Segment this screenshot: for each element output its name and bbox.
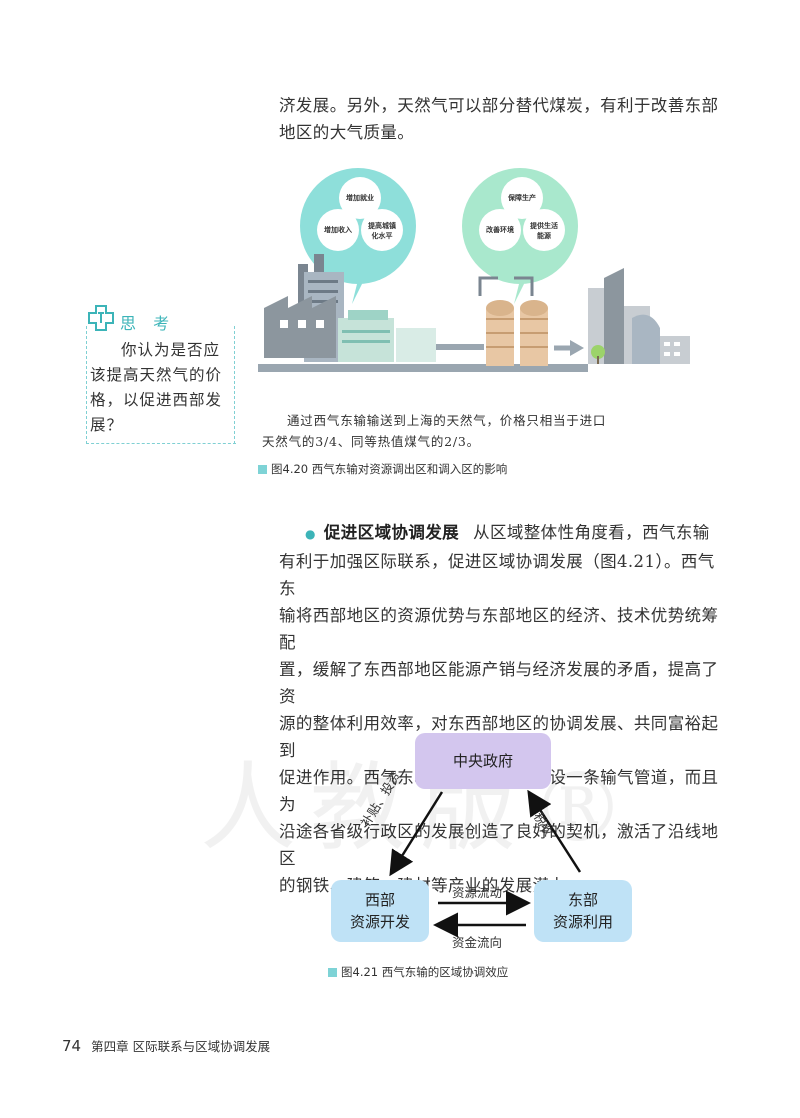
think-icon — [88, 305, 114, 331]
sidebar-title: 思 考 — [120, 314, 176, 333]
bubble-right-label: 保障生产 — [507, 193, 536, 202]
east-region-label: 东部 — [567, 891, 598, 909]
bubble-right-label: 提供生活 — [529, 221, 558, 230]
tax-arrow — [527, 789, 582, 873]
top-paragraph-line: 济发展。另外，天然气可以部分替代煤炭，有利于改善东部 — [279, 96, 719, 115]
figure-caption-text: 图4.21 西气东输的区域协调效应 — [341, 965, 509, 979]
figure-note-line: 通过西气东输输送到上海的天然气，价格只相当于进口 — [287, 413, 607, 428]
section-paragraph-line: 沿途各省级行政区的发展创造了良好的契机，激活了沿线地区 — [279, 822, 719, 868]
sidebar-border — [86, 443, 236, 444]
west-region-label: 西部 — [364, 891, 395, 909]
subsidy-arrow — [389, 791, 444, 877]
caption-marker-icon — [258, 465, 267, 474]
east-region-box: 东部 资源利用 — [534, 880, 632, 942]
sidebar-question: 你认为是否应该提高天然气的价格，以促进西部发展？ — [90, 341, 223, 434]
west-region-label: 资源开发 — [349, 913, 410, 931]
bubble-left-label: 增加就业 — [346, 193, 374, 202]
industrial-plant-icon — [264, 254, 436, 362]
city-buildings-icon — [588, 268, 690, 364]
figure-caption: 图4.20 西气东输对资源调出区和调入区的影响 — [258, 461, 507, 477]
resource-flow-label: 资源流动 — [452, 885, 503, 900]
west-region-box: 西部 资源开发 — [331, 880, 429, 942]
publisher-watermark-icon: 人教版® — [200, 752, 640, 864]
figure-caption-text: 图4.20 西气东输对资源调出区和调入区的影响 — [271, 462, 508, 476]
bubble-left-label: 增加收入 — [324, 225, 352, 234]
chapter-title: 第四章 区际联系与区域协调发展 — [91, 1039, 271, 1054]
page-footer: 74 第四章 区际联系与区域协调发展 — [62, 1036, 270, 1055]
top-paragraph: 济发展。另外，天然气可以部分替代煤炭，有利于改善东部 地区的大气质量。 — [279, 92, 719, 146]
bubble-left-label: 提高城镇 — [367, 221, 396, 230]
section-paragraph: ● 促进区域协调发展从区域整体性角度看，西气东输 有利于加强区际联系，促进区域协调… — [279, 519, 719, 899]
sidebar-border — [86, 326, 87, 444]
section-paragraph-line: 输将西部地区的资源优势与东部地区的经济、技术优势统筹配 — [279, 606, 719, 652]
capital-flow-label: 资金流向 — [452, 935, 503, 950]
figure-4-20-illustration: 增加就业 增加收入 提高城镇 化水平 保障生产 改善环境 提供生活 能源 — [258, 168, 690, 372]
page-number: 74 — [62, 1037, 82, 1055]
figure-caption: 图4.21 西气东输的区域协调效应 — [328, 964, 508, 980]
bubble-left-label: 化水平 — [372, 231, 393, 240]
figure-note-line: 天然气的3/4、同等热值煤气的2/3。 — [262, 434, 480, 449]
section-paragraph-line: 有利于加强区际联系，促进区域协调发展（图4.21）。西气东 — [279, 552, 715, 598]
caption-marker-icon — [328, 968, 337, 977]
bubble-right: 保障生产 改善环境 提供生活 能源 — [462, 168, 578, 304]
central-government-box: 中央政府 — [415, 733, 551, 789]
section-paragraph-text: 从区域整体性角度看，西气东输 — [473, 523, 710, 542]
gas-storage-tank-icon — [486, 300, 548, 366]
bubble-right-label: 能源 — [537, 231, 551, 240]
gas-pipeline-icon — [258, 276, 588, 372]
section-heading: 促进区域协调发展 — [323, 523, 460, 542]
figure-note: 通过西气东输输送到上海的天然气，价格只相当于进口 天然气的3/4、同等热值煤气的… — [262, 410, 682, 452]
section-paragraph-line: 置，缓解了东西部地区能源产销与经济发展的矛盾，提高了资 — [279, 660, 719, 706]
bullet-icon: ● — [305, 527, 316, 541]
sidebar-border — [234, 326, 235, 444]
section-paragraph-line: 源的整体利用效率，对东西部地区的协调发展、共同富裕起到 — [279, 714, 719, 760]
east-region-label: 资源利用 — [552, 913, 613, 931]
top-paragraph-line: 地区的大气质量。 — [279, 123, 415, 142]
bubble-right-label: 改善环境 — [486, 225, 514, 234]
section-paragraph-line: ● 促进区域协调发展从区域整体性角度看，西气东输 — [279, 519, 719, 548]
bubble-left: 增加就业 增加收入 提高城镇 化水平 — [300, 168, 416, 304]
